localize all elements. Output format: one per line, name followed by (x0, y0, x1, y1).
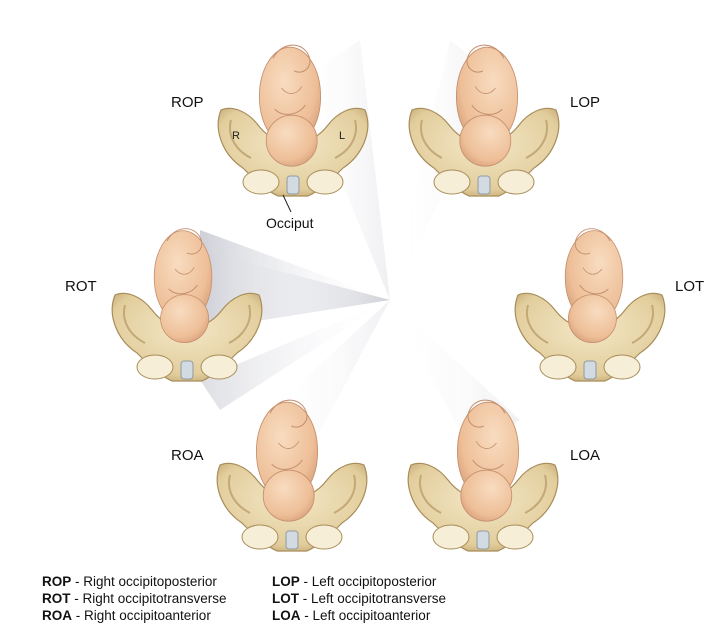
pelvis-right-label: R (232, 130, 240, 142)
legend-item-rot: ROT - Right occipitotransverse (42, 590, 227, 607)
legend-abbr: ROA (42, 608, 72, 623)
occiput-pointer (282, 194, 292, 213)
legend-text: - Right occipitotransverse (70, 591, 227, 606)
rot-label: ROT (65, 278, 97, 295)
legend-abbr: LOP (272, 574, 300, 589)
roa-illustration (216, 399, 368, 552)
lop-label: LOP (570, 94, 601, 111)
legend-text: - Left occipitoposterior (299, 574, 437, 589)
legend-text: - Left occipitoanterior (300, 608, 431, 623)
legend-item-roa: ROA - Right occipitoanterior (42, 607, 227, 624)
legend-item-lop: LOP - Left occipitoposterior (272, 573, 446, 590)
occiput-label: Occiput (266, 215, 314, 231)
legend-abbr: ROP (42, 574, 72, 589)
legend-text: - Right occipitoposterior (71, 574, 217, 589)
legend-item-rop: ROP - Right occipitoposterior (42, 573, 227, 590)
legend-abbr: ROT (42, 591, 71, 606)
legend-item-loa: LOA - Left occipitoanterior (272, 607, 446, 624)
legend-right: LOP - Left occipitoposterior LOT - Left … (272, 573, 446, 624)
legend-abbr: LOA (272, 608, 301, 623)
legend-text: - Left occipitotransverse (299, 591, 447, 606)
lot-label: LOT (675, 278, 705, 295)
pelvis-left-label: L (339, 130, 345, 142)
legend-left: ROP - Right occipitoposterior ROT - Righ… (42, 573, 227, 624)
lot-illustration (514, 228, 666, 382)
legend-item-lot: LOT - Left occipitotransverse (272, 590, 446, 607)
roa-label: ROA (171, 447, 204, 464)
legend-abbr: LOT (272, 591, 299, 606)
rop-label: ROP (171, 94, 204, 111)
loa-illustration (407, 399, 559, 552)
legend-text: - Right occipitoanterior (72, 608, 211, 623)
loa-label: LOA (570, 447, 601, 464)
